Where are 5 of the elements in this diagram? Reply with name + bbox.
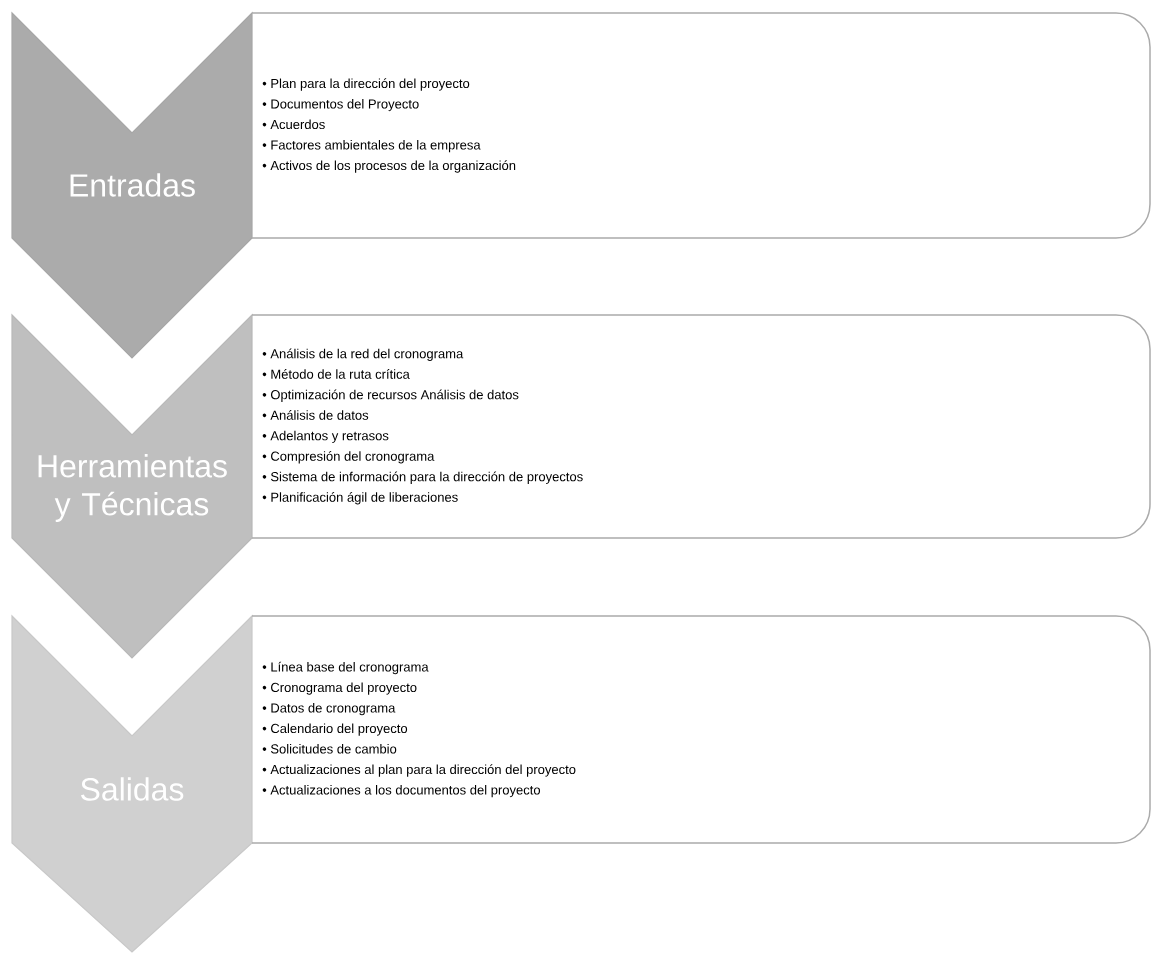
- chevron-panel: Entradas: [11, 11, 253, 359]
- chevron-panel: Herramientas y Técnicas: [11, 313, 253, 659]
- list-box: • Línea base del cronograma • Cronograma del proyecto • Datos de cronograma • Calendario del proyecto • Solicitudes de cambio • Actualizaciones al plan para la dirección del proyecto • Actualizaciones a los documentos del proyecto: [251, 615, 1151, 844]
- list-box: • Plan para la dirección del proyecto • Documentos del Proyecto • Acuerdos • Factores ambientales de la empresa • Activos de los procesos de la organización: [251, 12, 1151, 239]
- list-box: • Análisis de la red del cronograma • Método de la ruta crítica • Optimización de recursos Análisis de datos • Análisis de datos • Adelantos y retrasos • Compresión del cronograma • Sistema de información para la dirección de proyectos • Planificación ágil de liberaciones: [251, 314, 1151, 539]
